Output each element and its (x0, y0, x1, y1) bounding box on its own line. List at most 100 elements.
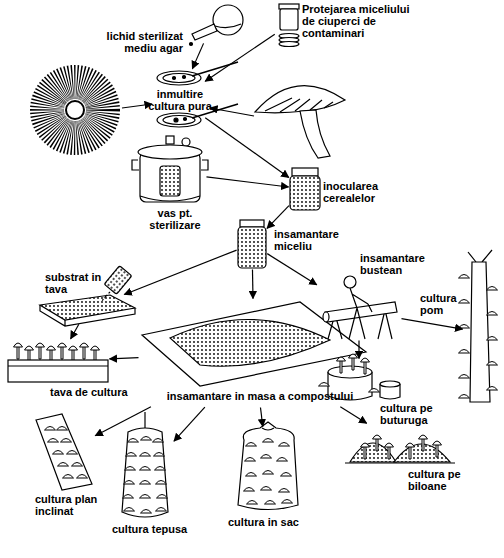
sterilizer-pot (132, 136, 208, 202)
culture-tray (8, 360, 108, 382)
inclined-plane-culture (36, 414, 92, 490)
stage-label: cultura pom (420, 292, 466, 316)
tree-culture (459, 300, 470, 304)
stage-node: vas pt. sterilizare (135, 140, 205, 205)
bag-culture (263, 439, 274, 443)
stage-label: cultura plan inclinat (35, 493, 111, 517)
flow-arrow (206, 177, 288, 187)
cut-mushroom (210, 86, 345, 158)
flow-arrow (358, 341, 359, 359)
inclined-plane-culture (57, 427, 68, 431)
petri-dishes (183, 76, 186, 79)
bag-culture (265, 501, 276, 505)
flow-arrow (340, 407, 366, 423)
substrate-tray (40, 266, 135, 326)
petri-dishes (173, 77, 176, 80)
tree-culture (470, 262, 490, 402)
hanging-column-culture (141, 437, 152, 441)
petri-dishes (192, 62, 238, 76)
bag-culture (281, 473, 292, 477)
inclined-plane-culture (48, 439, 59, 443)
hanging-column-culture (140, 453, 151, 457)
spawn-jar (238, 227, 266, 268)
hanging-column-culture (124, 481, 135, 485)
flow-arrow (192, 43, 203, 68)
flow-arrow (71, 324, 79, 338)
tree-culture (487, 312, 498, 316)
petri-dishes (157, 71, 201, 85)
hanging-column-culture (156, 508, 167, 512)
flask (190, 5, 244, 46)
inclined-plane-culture (63, 475, 74, 479)
stage-label: cultura pe biloane (408, 468, 474, 492)
bag-culture (279, 489, 290, 493)
culture-tray (14, 343, 23, 359)
stage-node: cultura plan inclinat (32, 415, 94, 490)
mound-culture (419, 435, 428, 451)
stage-node: lichid sterilizat mediu agar (182, 2, 244, 42)
stage-node: cultura in sac (238, 428, 298, 513)
hanging-column-culture (140, 481, 151, 485)
tree-culture (459, 375, 470, 379)
culture-tray (8, 365, 108, 366)
tree-culture (459, 275, 470, 279)
inclined-plane-culture (36, 414, 92, 490)
mound-culture (385, 443, 394, 459)
stage-node: cultura pom (464, 262, 496, 402)
flow-arrow (124, 250, 236, 294)
mound-culture (433, 441, 442, 457)
hanging-column-culture (140, 495, 151, 499)
bag-culture (263, 471, 274, 475)
cut-mushroom (210, 108, 254, 116)
inclined-plane-culture (77, 475, 88, 479)
flow-arrow (109, 358, 138, 359)
bag-culture (261, 455, 272, 459)
hanging-column-culture (144, 412, 145, 428)
stage-node: insamantare bustean (318, 284, 400, 339)
cut-mushroom (255, 86, 345, 113)
stump-culture (380, 381, 400, 387)
cut-mushroom (265, 98, 333, 112)
petri-dishes (157, 113, 201, 127)
flow-arrow (267, 206, 289, 229)
mound-culture (373, 435, 382, 451)
petri-dishes (184, 118, 187, 121)
hanging-column-culture (122, 428, 168, 517)
jar-with-disks (279, 42, 299, 47)
tree-culture (487, 337, 498, 341)
compost-board (170, 319, 330, 366)
stage-label: insamantare miceliu (274, 228, 346, 252)
bag-culture (238, 422, 298, 510)
flask (213, 5, 243, 35)
log-inoculation (323, 276, 397, 339)
petri-dishes (174, 118, 178, 122)
stage-node: tava de cultura (8, 340, 108, 382)
flow-arrow (260, 407, 262, 426)
flow-arrow (267, 254, 316, 285)
stump-culture (361, 358, 370, 374)
stage-node: insamantare in masa a compostului (140, 300, 368, 406)
hanging-column-culture (128, 439, 139, 443)
substrate-tray (104, 266, 132, 295)
substrate-tray (40, 305, 135, 326)
culture-tray (58, 343, 67, 359)
hanging-column-culture (157, 495, 168, 499)
hanging-column-culture (153, 439, 164, 443)
stage-node: insamantare miceliu (238, 220, 266, 268)
hanging-column-culture (125, 467, 136, 471)
jar-with-disks (279, 4, 299, 47)
jar-with-disks (279, 4, 299, 9)
stage-label: insamantare bustean (360, 252, 432, 276)
log-inoculation (325, 302, 397, 322)
mound-culture (345, 462, 455, 463)
stage-node: cultura tepusa (118, 425, 173, 520)
inclined-plane-culture (67, 451, 78, 455)
mound-culture (406, 443, 415, 459)
grain-jar (290, 176, 320, 210)
tree-culture (459, 350, 470, 354)
flow-arrow (174, 407, 205, 441)
stage-label: vas pt. sterilizare (144, 207, 206, 231)
spore-print (47, 82, 103, 138)
inclined-plane-culture (53, 451, 64, 455)
